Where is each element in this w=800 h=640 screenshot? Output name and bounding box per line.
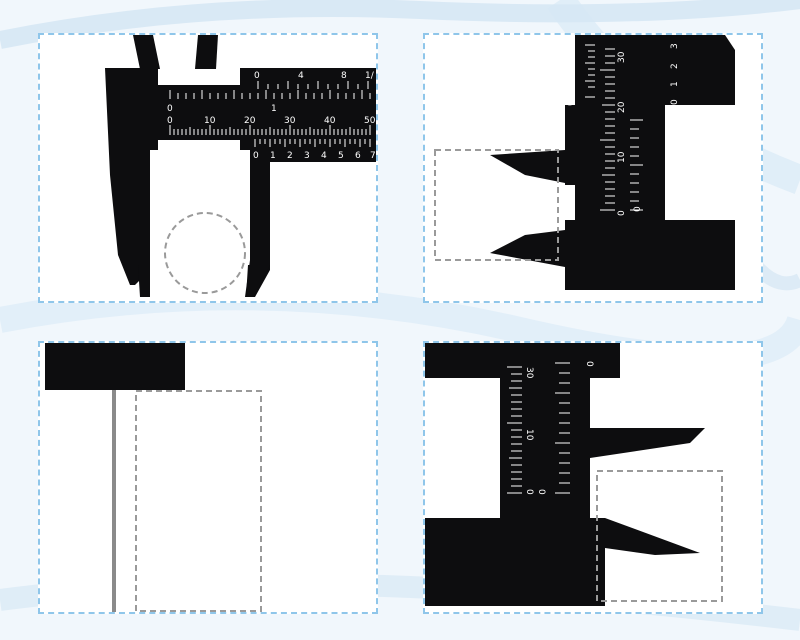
inch-label-0: 0 bbox=[566, 100, 576, 106]
main-label-30: 30 bbox=[284, 116, 296, 126]
measured-depth-outline bbox=[135, 390, 262, 612]
measured-hole-outline bbox=[434, 149, 559, 261]
main-label-0: 0 bbox=[617, 210, 627, 216]
inch-scale bbox=[585, 44, 595, 98]
main-label-50: 50 bbox=[364, 116, 376, 126]
top-inch-label-1: 1/ bbox=[365, 71, 375, 81]
measured-circle-outline bbox=[164, 212, 246, 294]
vernier-label-4: 4 bbox=[321, 151, 327, 161]
beam-inch-scale bbox=[169, 90, 371, 99]
vernier-label-1: 1 bbox=[270, 151, 276, 161]
main-label-20: 20 bbox=[617, 101, 627, 113]
inch-vernier-label-2: 2 bbox=[670, 63, 680, 69]
main-label-0: 0 bbox=[167, 116, 173, 126]
bottom-vernier-scale bbox=[254, 139, 371, 147]
measured-step-outline bbox=[596, 470, 723, 602]
depth-caliper-illustration bbox=[45, 343, 262, 612]
depth-measurement-panel bbox=[38, 341, 378, 614]
vernier-label-2: 2 bbox=[287, 151, 293, 161]
top-inch-label-0: 0 bbox=[254, 71, 260, 81]
inch-label-4: 4 bbox=[566, 46, 576, 52]
inside-caliper-illustration: 4 0 0 10 20 30 0 bbox=[434, 35, 735, 290]
top-vernier-label-0: 0 bbox=[167, 104, 173, 114]
main-label-10: 10 bbox=[204, 116, 216, 126]
inside-measurement-panel: 4 0 0 10 20 30 0 bbox=[423, 33, 763, 303]
vernier-label-5: 5 bbox=[338, 151, 344, 161]
main-label-0: 0 bbox=[524, 489, 534, 495]
main-mm-scale bbox=[600, 48, 615, 211]
inch-vernier-label-1: 1 bbox=[670, 81, 680, 87]
top-vernier-label-1: 1 bbox=[271, 104, 277, 114]
main-label-20: 20 bbox=[244, 116, 256, 126]
main-label-30: 30 bbox=[617, 51, 627, 63]
vernier-label-0: 0 bbox=[633, 206, 643, 212]
main-label-40: 40 bbox=[324, 116, 336, 126]
vernier-scale bbox=[555, 362, 570, 494]
main-mm-scale bbox=[507, 366, 522, 494]
vernier-label-3: 3 bbox=[304, 151, 310, 161]
main-label-10: 10 bbox=[524, 429, 534, 441]
outside-measurement-panel: 0 4 8 1/ 0 1 bbox=[38, 33, 378, 303]
main-label-30: 30 bbox=[524, 367, 534, 379]
inch-vernier-label-3: 3 bbox=[670, 43, 680, 49]
top-inch-label-8: 8 bbox=[341, 71, 347, 81]
vernier-label-0b: 0 bbox=[584, 361, 594, 367]
outside-caliper-illustration: 0 4 8 1/ 0 1 bbox=[105, 35, 376, 297]
vernier-scale bbox=[630, 119, 643, 211]
top-inch-scale bbox=[257, 81, 369, 89]
depth-rod bbox=[112, 390, 116, 612]
main-label-10: 10 bbox=[617, 151, 627, 163]
inch-vernier-label-0: 0 bbox=[670, 99, 680, 105]
vernier-label-7: 7 bbox=[370, 151, 376, 161]
vernier-label-6: 6 bbox=[355, 151, 361, 161]
step-measurement-panel: 0 10 30 0 0 bbox=[423, 341, 763, 614]
vernier-label-0a: 0 bbox=[536, 489, 546, 495]
step-caliper-illustration: 0 10 30 0 0 bbox=[425, 343, 723, 606]
main-mm-scale bbox=[169, 125, 371, 135]
vernier-label-0: 0 bbox=[253, 151, 259, 161]
top-inch-label-4: 4 bbox=[298, 71, 304, 81]
